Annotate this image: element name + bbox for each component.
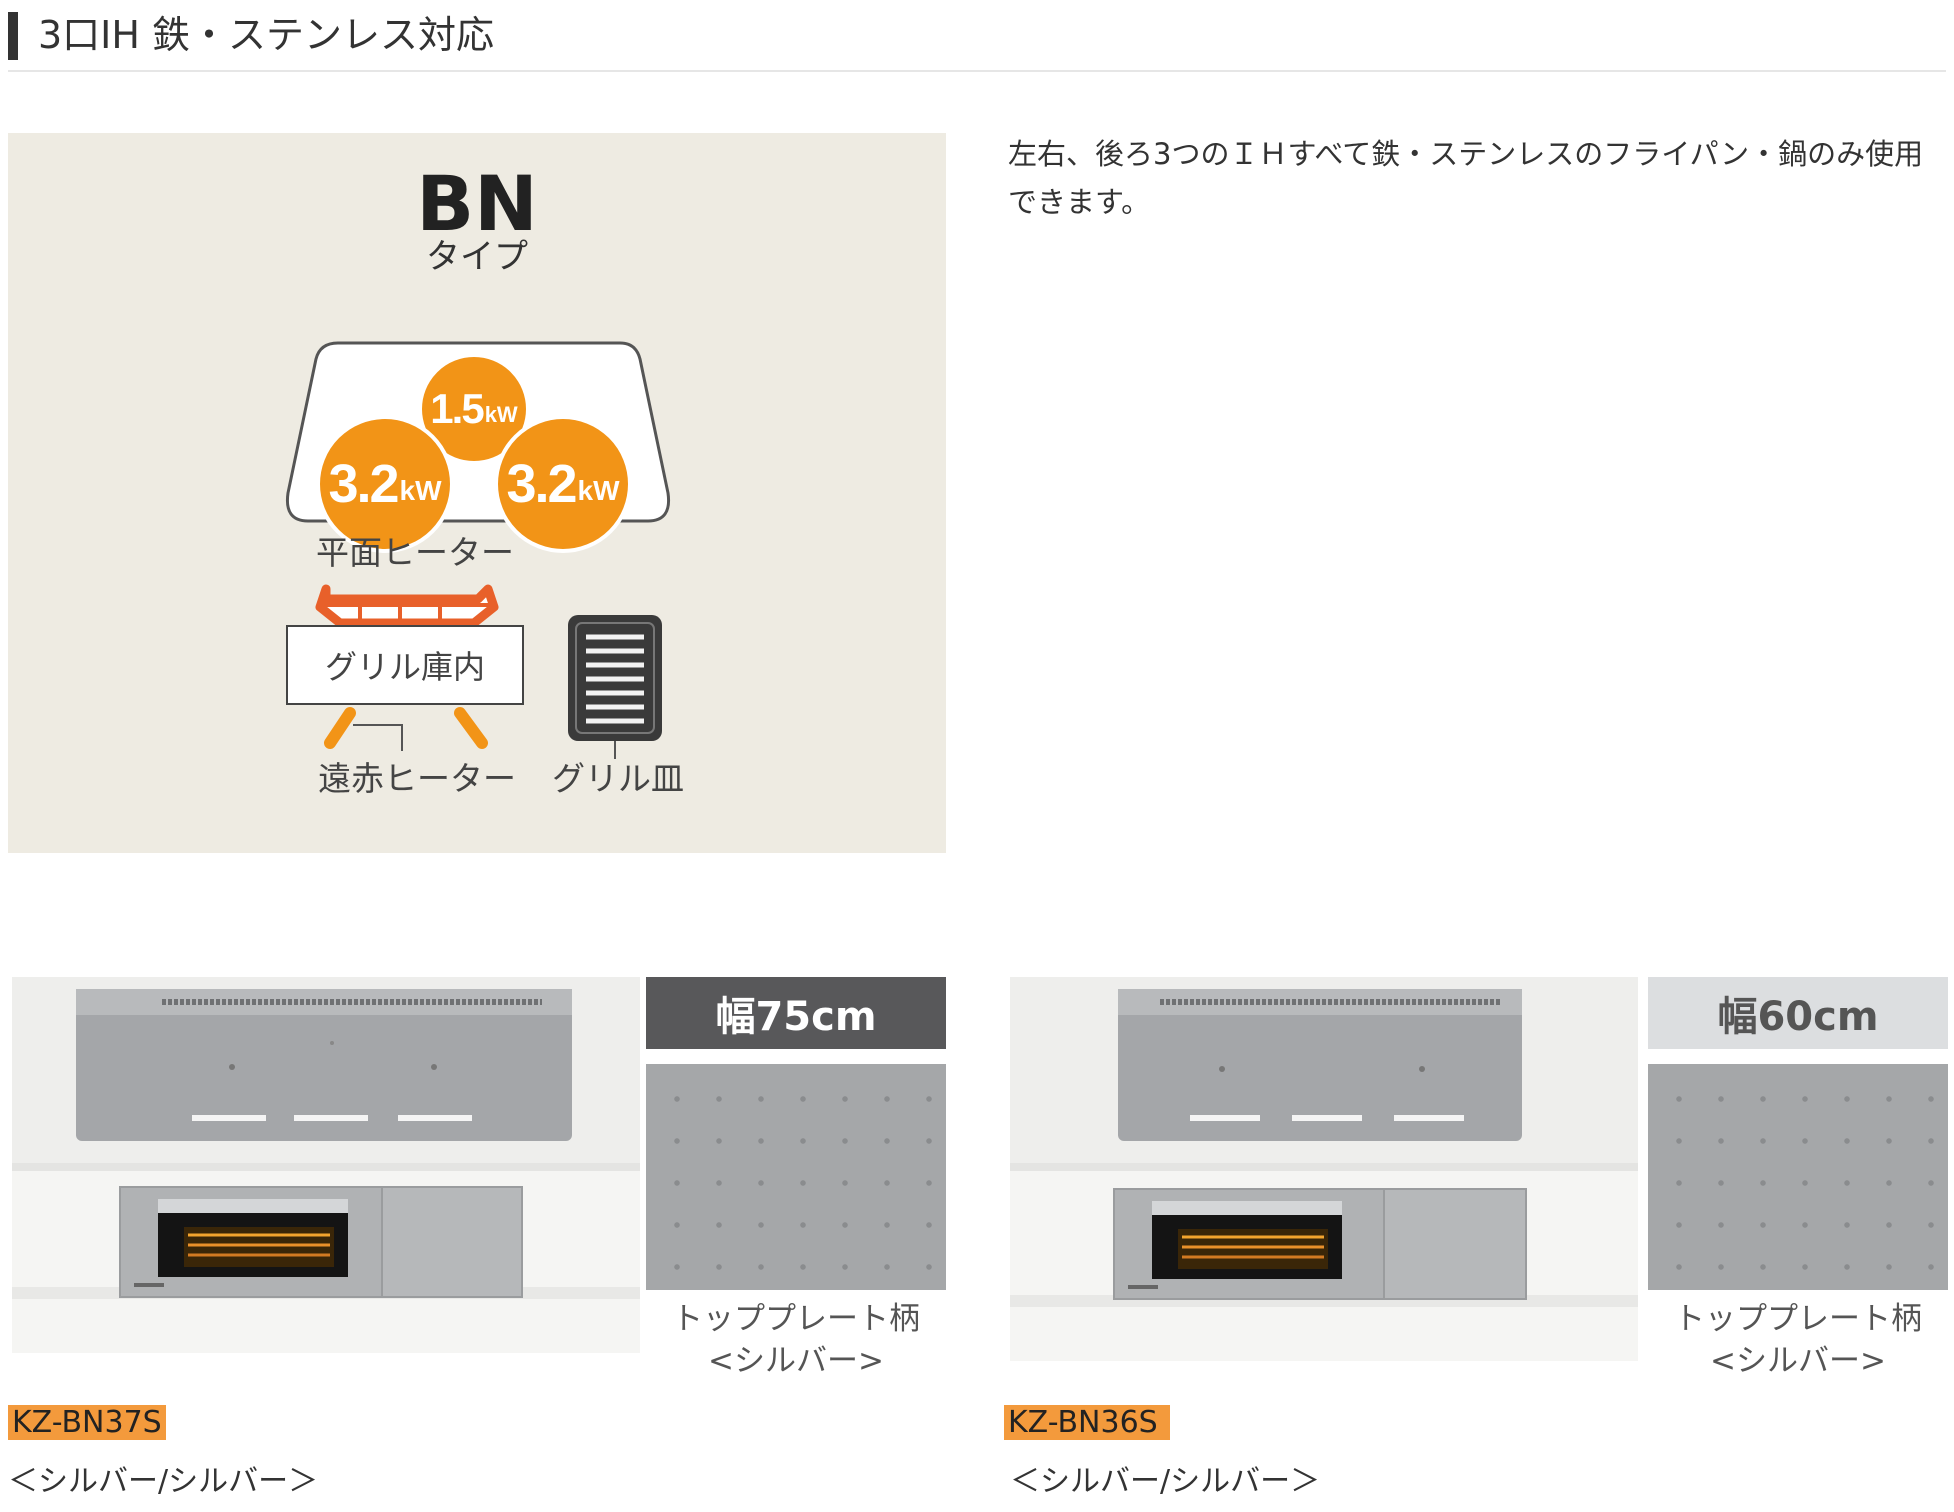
description-text: 左右、後ろ3つのＩＨすべて鉄・ステンレスのフライパン・鍋のみ使用できます。 — [1008, 137, 1924, 219]
topplate-pattern-caption: トッププレート柄 <シルバー> — [672, 1301, 920, 1379]
type-code: BN — [416, 159, 538, 248]
product-image-kz-bn37s — [12, 977, 640, 1353]
cooktop-photo-icon — [1010, 977, 1638, 1361]
color-name: ＜シルバー/シルバー＞ — [8, 1464, 319, 1499]
flat-heater-icon — [315, 584, 499, 628]
type-label: タイプ — [426, 237, 528, 277]
color-name: ＜シルバー/シルバー＞ — [1010, 1464, 1321, 1499]
grill-plate-label: グリル皿 — [552, 759, 684, 798]
topplate-pattern-swatch — [646, 1064, 946, 1290]
product-image-kz-bn36s — [1010, 977, 1638, 1361]
grill-plate-icon — [568, 615, 662, 759]
cooktop-outline-icon — [285, 341, 671, 759]
width-badge: 幅75cm — [646, 977, 946, 1049]
grill-chamber-label: グリル庫内 — [324, 648, 485, 686]
section-title: 3口IH 鉄・ステンレス対応 — [38, 13, 495, 57]
heading-divider — [8, 70, 1946, 72]
cooktop-photo-icon — [12, 977, 640, 1353]
far-infrared-heater-label: 遠赤ヒーター — [318, 759, 516, 798]
flat-heater-label: 平面ヒーター — [316, 533, 514, 572]
spec-diagram-panel: BN タイプ — [8, 133, 946, 853]
topplate-pattern-swatch — [1648, 1064, 1948, 1290]
heading-accent-bar — [8, 12, 18, 60]
grill-chamber-box: グリル庫内 — [286, 625, 524, 705]
width-badge: 幅60cm — [1648, 977, 1948, 1049]
topplate-pattern-caption: トッププレート柄 <シルバー> — [1674, 1301, 1922, 1379]
far-infrared-heater-icon — [324, 707, 488, 749]
model-number: KZ-BN37S — [8, 1404, 166, 1442]
model-number: KZ-BN36S — [1004, 1404, 1170, 1442]
